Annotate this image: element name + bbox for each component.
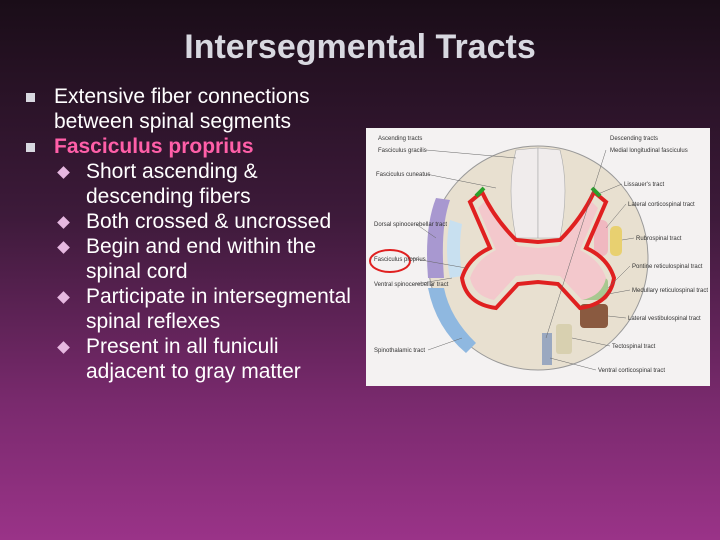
sub-bullet-text: Both crossed & uncrossed (86, 210, 332, 233)
dorsal-spinocerebellar-region (427, 198, 450, 278)
label-ventral-corticospinal: Ventral corticospinal tract (598, 368, 665, 374)
bullet-list: Extensive fiber connections between spin… (24, 84, 359, 384)
bullet-item: Extensive fiber connections between spin… (24, 84, 359, 134)
slide-title: Intersegmental Tracts (184, 28, 536, 66)
spinal-cord-diagram: Ascending tracts Fasciculus gracilis Fas… (366, 128, 710, 386)
label-lissauer: Lissauer's tract (624, 182, 664, 188)
label-rubrospinal: Rubrospinal tract (636, 236, 682, 242)
rubrospinal-region (610, 226, 622, 256)
highlight-circle (369, 249, 411, 273)
label-dorsal-spinocerebellar: Dorsal spinocerebellar tract (374, 222, 447, 228)
diamond-bullet-icon (57, 241, 70, 254)
diamond-bullet-icon (57, 341, 70, 354)
label-medial-longitudinal: Medial longitudinal fasciculus (610, 148, 688, 154)
sub-bullet-item: Present in all funiculi adjacent to gray… (24, 334, 359, 384)
fasciculus-gracilis-region-right (537, 147, 566, 239)
label-lateral-corticospinal: Lateral corticospinal tract (628, 202, 695, 208)
sub-bullet-item: Short ascending & descending fibers (24, 159, 359, 209)
sub-bullet-text: Present in all funiculi adjacent to gray… (86, 335, 301, 383)
gray-matter (470, 200, 606, 300)
bullet-item-highlight: Fasciculus proprius (24, 134, 359, 159)
sub-bullet-item: Begin and end within the spinal cord (24, 234, 359, 284)
square-bullet-icon (26, 93, 35, 102)
diamond-bullet-icon (57, 166, 70, 179)
label-ventral-spinocerebellar: Ventral spinocerebellar tract (374, 282, 449, 288)
leader-lines (409, 149, 635, 371)
spinal-cord-cross-section: Ascending tracts Fasciculus gracilis Fas… (369, 136, 708, 374)
label-fasciculus-proprius: Fasciculus proprius (374, 257, 426, 263)
fasciculus-gracilis-region (510, 147, 539, 239)
label-fasciculus-gracilis: Fasciculus gracilis (378, 148, 427, 154)
label-lateral-vestibulospinal: Lateral vestibulospinal tract (628, 316, 701, 322)
vestibulospinal-region (580, 304, 608, 328)
bullet-text: Extensive fiber connections between spin… (54, 85, 310, 133)
label-ascending-tracts: Ascending tracts (378, 136, 422, 142)
lateral-corticospinal-region (594, 220, 608, 256)
lissauer-tract-left (474, 186, 486, 198)
spinothalamic-region (428, 288, 476, 353)
sub-bullet-item: Both crossed & uncrossed (24, 209, 359, 234)
label-fasciculus-cuneatus: Fasciculus cuneatus (376, 172, 430, 178)
sub-bullet-text: Participate in intersegmental spinal ref… (86, 285, 351, 333)
bullet-text: Fasciculus proprius (54, 135, 254, 158)
ventral-spinocerebellar-region (447, 220, 462, 278)
label-descending-tracts: Descending tracts (610, 136, 658, 142)
label-spinothalamic: Spinothalamic tract (374, 348, 425, 354)
fasciculus-proprius-outline (459, 188, 617, 311)
sub-bullet-text: Begin and end within the spinal cord (86, 235, 317, 283)
sub-bullet-text: Short ascending & descending fibers (86, 160, 258, 208)
diamond-bullet-icon (57, 216, 70, 229)
square-bullet-icon (26, 143, 35, 152)
label-tectospinal: Tectospinal tract (612, 344, 656, 350)
tectospinal-region (556, 324, 572, 354)
sub-bullet-item: Participate in intersegmental spinal ref… (24, 284, 359, 334)
label-pontine-reticulospinal: Pontine reticulospinal tract (632, 264, 703, 270)
label-medullary-reticulospinal: Medullary reticulospinal tract (632, 288, 708, 294)
ventral-corticospinal-region (542, 333, 552, 365)
diamond-bullet-icon (57, 291, 70, 304)
